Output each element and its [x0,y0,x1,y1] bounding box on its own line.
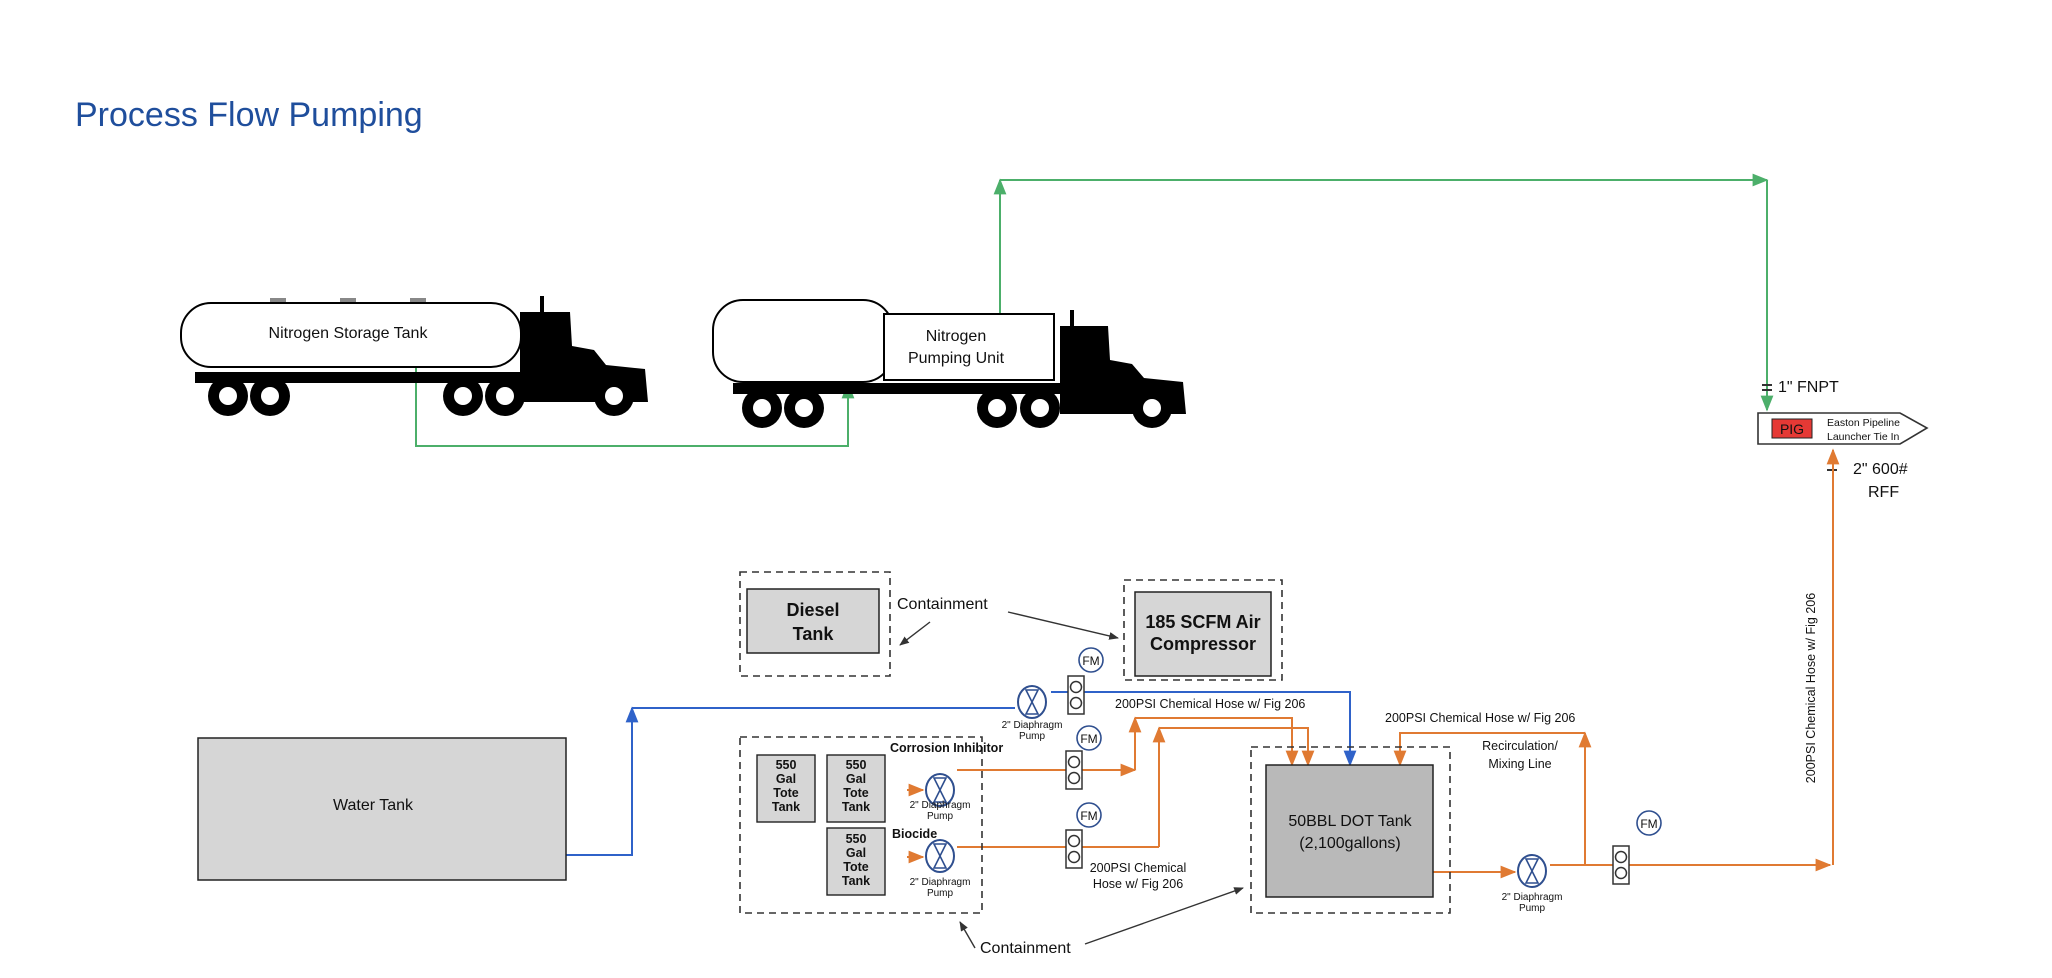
tote-2-label-4: Tank [842,800,870,814]
tie-in-name-line2: Launcher Tie In [1827,431,1900,443]
diesel-tank-containment: Diesel Tank [739,571,891,677]
hose-label-top: 200PSI Chemical Hose w/ Fig 206 [1115,697,1305,711]
dot-tank-label-line2: (2,100gallons) [1299,835,1400,852]
hose-label-vertical: 200PSI Chemical Hose w/ Fig 206 [1804,593,1818,783]
water-suction-line [566,706,639,856]
hose-label-bottom-line1: 200PSI Chemical [1090,861,1187,875]
biocide-label: Biocide [892,827,937,841]
pumping-unit-label-line1: Nitrogen [926,328,986,345]
nitrogen-transfer-line [415,368,855,447]
tie-in-name-line1: Easton Pipeline [1827,417,1900,429]
compressor-label-line1: 185 SCFM Air [1145,612,1260,632]
page-title: Process Flow Pumping [75,96,423,134]
fnpt-fitting-label: 1" FNPT [1778,379,1839,396]
biocide-fm-label: FM [1080,809,1097,823]
tote-1-label-4: Tank [772,800,800,814]
nitrogen-storage-label: Nitrogen Storage Tank [269,325,429,342]
air-compressor-containment: 185 SCFM Air Compressor [1123,579,1283,681]
dot-tank-label-line1: 50BBL DOT Tank [1288,813,1412,830]
recirculation-label-line1: Recirculation/ [1482,739,1558,753]
water-pump-label-line2: Pump [1019,731,1046,742]
air-compressor [1134,591,1272,677]
nitrogen-pumping-tank [712,299,894,383]
water-fm-label: FM [1082,654,1099,668]
containment-label-top: Containment [897,596,988,613]
rff-fitting-label-line2: RFF [1868,484,1899,501]
water-flow-meter-icon [1067,675,1085,715]
recirculation-to-tank [1393,732,1585,767]
biocide-pump-label-line1: 2" Diaphragm [910,877,971,888]
pumping-unit-box [883,313,1055,381]
pig-label: PIG [1780,421,1804,437]
biocide-hose-to-tank [1159,727,1315,767]
tote-tank-1: 550 Gal Tote Tank [756,754,816,823]
pumping-unit-label-line2: Pumping Unit [908,350,1005,367]
tote-1-label-3: Tote [773,786,799,800]
tote-containment [739,736,983,914]
corrosion-inhibitor-label: Corrosion Inhibitor [890,741,1003,755]
corrosion-flow-meter-icon [1065,750,1083,790]
corrosion-fm-label: FM [1080,732,1097,746]
discharge-fm-label: FM [1640,817,1657,831]
dot-tank [1265,764,1434,898]
tote-tank-2: 550 Gal Tote Tank [826,754,886,823]
tote-3-label-4: Tank [842,874,870,888]
tote-3-label-2: Gal [846,846,866,860]
pig-marker [1771,418,1813,439]
tote-2-label-2: Gal [846,772,866,786]
water-line-to-dot-tank [1051,691,1357,767]
nitrogen-storage-truck: Nitrogen Storage Tank [180,296,648,416]
discharge-flow-meter-icon [1612,845,1630,885]
nitrogen-pumping-truck: Nitrogen Pumping Unit [712,299,1186,428]
diesel-tank-label-line1: Diesel [786,600,839,620]
tote-2-label-3: Tote [843,786,869,800]
rff-fitting-label-line1: 2" 600# [1853,461,1908,478]
tote-tank-3: 550 Gal Tote Tank [826,827,886,896]
corrosion-pump-label-line1: 2" Diaphragm [910,800,971,811]
corrosion-pump-label-line2: Pump [927,811,954,822]
discharge-pump-label-line2: Pump [1519,903,1546,914]
water-tank-label: Water Tank [333,797,414,814]
tote-1-label-2: Gal [776,772,796,786]
water-tank [197,737,567,881]
dot-tank-containment [1250,746,1451,914]
biocide-flow-meter-icon [1065,829,1083,869]
containment-label-bottom: Containment [980,940,1071,957]
corrosion-hose-to-tank [1135,717,1299,767]
biocide-pump-label-line2: Pump [927,888,954,899]
compressor-label-line2: Compressor [1150,634,1256,654]
diesel-tank-label-line2: Tank [793,624,835,644]
tote-2-label-1: 550 [846,758,867,772]
recirculation-label-line2: Mixing Line [1488,757,1551,771]
water-pump-label-line1: 2" Diaphragm [1002,720,1063,731]
tote-3-label-1: 550 [846,832,867,846]
biocide-pump-icon [924,838,956,874]
discharge-pump-icon [1516,853,1548,889]
pipeline-tie-in: 1" FNPT PIG Easton Pipeline Launcher Tie… [1757,379,1929,501]
tote-1-label-1: 550 [776,758,797,772]
diesel-tank [746,588,880,654]
tote-3-label-3: Tote [843,860,869,874]
discharge-pump-label-line1: 2" Diaphragm [1502,892,1563,903]
hose-label-right: 200PSI Chemical Hose w/ Fig 206 [1385,711,1575,725]
water-pump-icon [1016,684,1048,720]
hose-label-bottom-line2: Hose w/ Fig 206 [1093,877,1183,891]
